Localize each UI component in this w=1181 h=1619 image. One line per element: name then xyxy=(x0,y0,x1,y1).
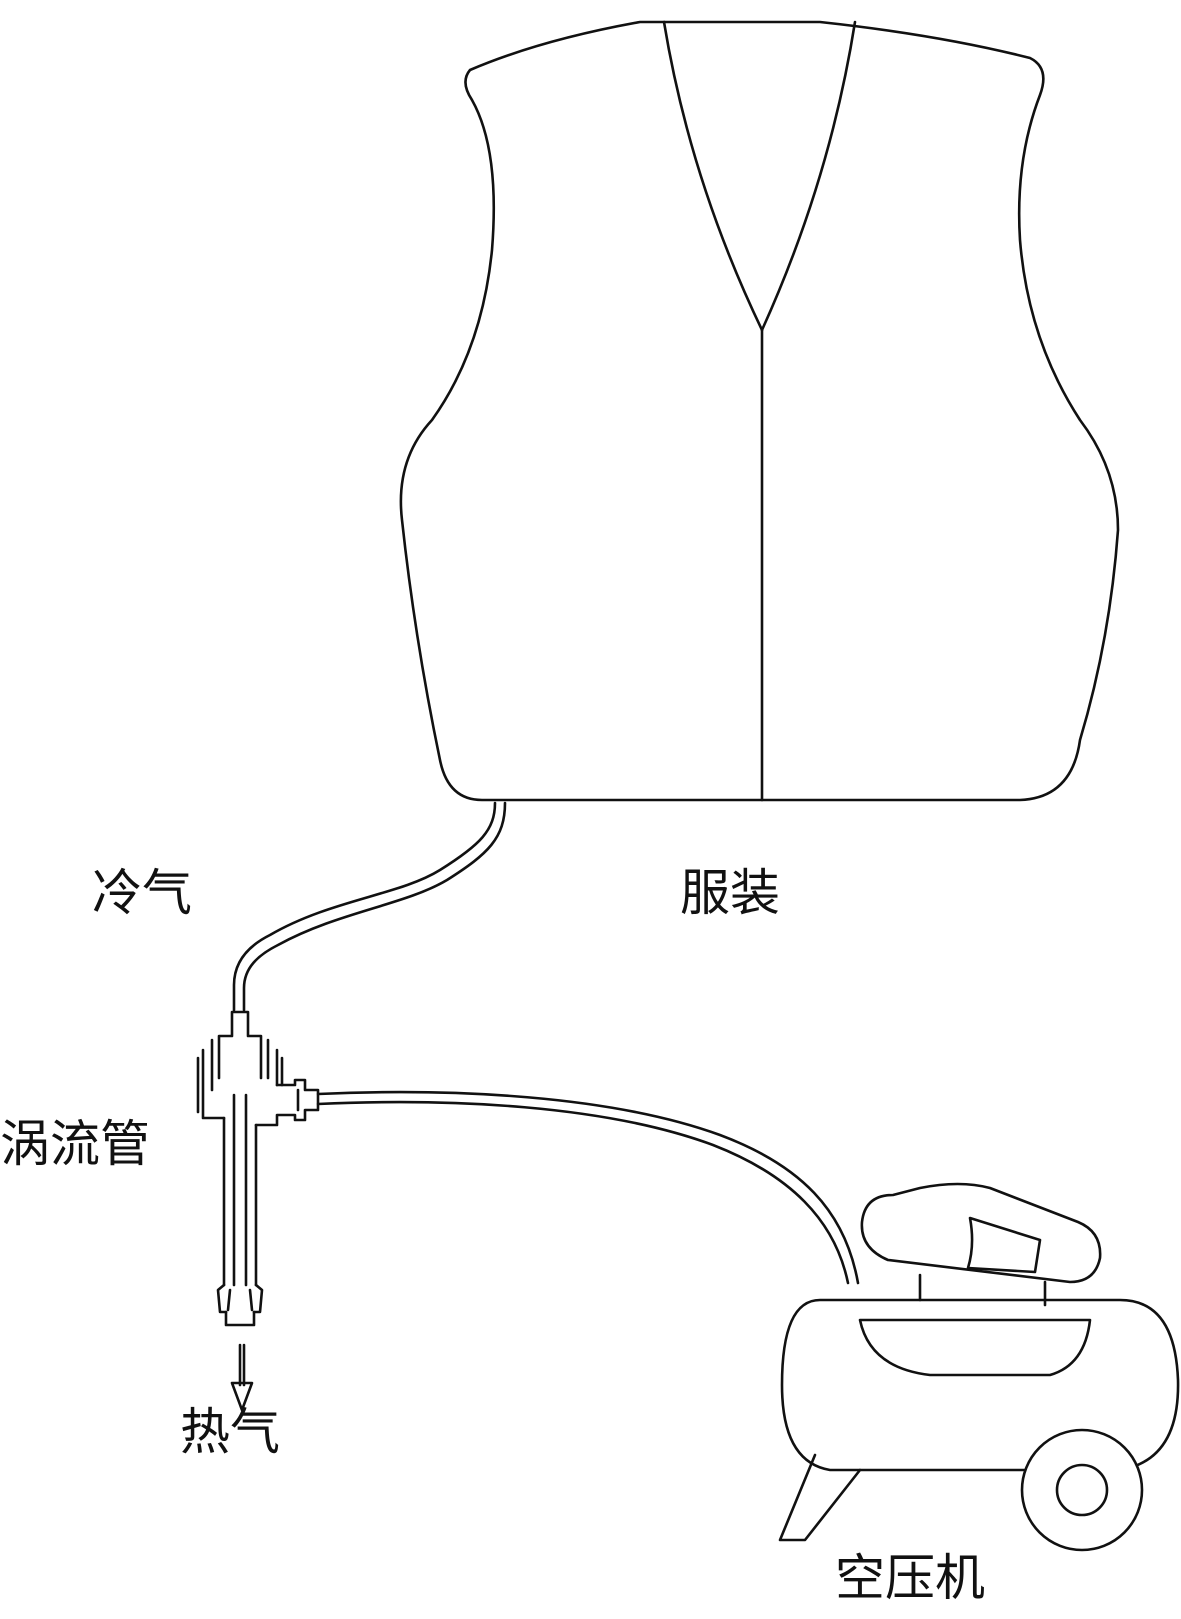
vortex-tube xyxy=(196,1010,320,1327)
compressed-air-hose xyxy=(316,1090,860,1285)
cold-air-hose xyxy=(232,801,507,1012)
compressor-motor xyxy=(860,1182,1102,1284)
garment-label: 服装 xyxy=(680,864,780,922)
compressor-leg xyxy=(778,1453,862,1542)
hot-air-arrow xyxy=(230,1343,254,1412)
compressor-wheel xyxy=(1020,1428,1144,1552)
compressor-tank-panel xyxy=(858,1318,1092,1377)
vest-left-neckline xyxy=(662,20,764,332)
air-compressor-label: 空压机 xyxy=(835,1549,985,1607)
vest-right-neckline xyxy=(760,20,857,332)
hot-air-label: 热气 xyxy=(180,1403,280,1461)
vortex-tube-label: 涡流管 xyxy=(0,1115,150,1173)
cold-air-label: 冷气 xyxy=(92,864,192,922)
vest-outline xyxy=(399,20,1120,802)
compressor-wheel-hub xyxy=(1055,1463,1109,1517)
air-compressor xyxy=(778,1182,1180,1552)
vest xyxy=(399,20,1120,802)
compressor-motor-window xyxy=(966,1216,1042,1274)
